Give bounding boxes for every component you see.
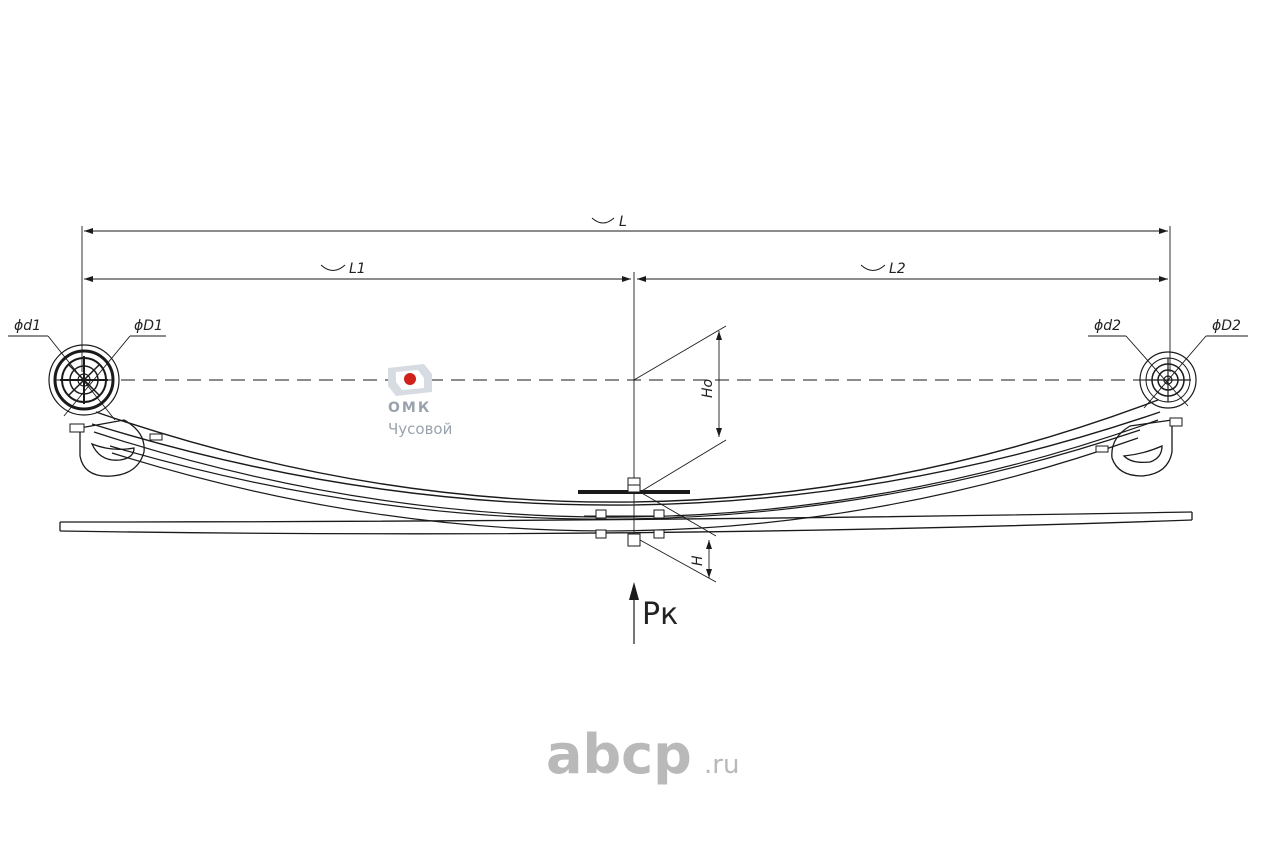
load-label: Рк — [642, 597, 678, 632]
brand-name: ОМК — [388, 400, 431, 416]
dimension-total-length: L — [81, 214, 1171, 372]
right-eye-diameter-labels: ϕd2 ϕD2 — [1088, 318, 1248, 409]
watermark-main: abcp — [546, 723, 692, 786]
watermark-tld: .ru — [704, 750, 739, 780]
left-spring-eye — [48, 344, 120, 416]
dimension-free-height: Ho — [633, 325, 727, 493]
dimension-label-loaded-height: H — [690, 555, 706, 566]
watermark-logo: abcp .ru — [546, 723, 739, 786]
left-eye-diameter-labels: ϕd1 ϕD1 — [8, 318, 166, 421]
left-eye-inner-diameter-label: ϕd1 — [14, 318, 41, 334]
dimension-loaded-height: H — [639, 491, 717, 583]
dimension-label-left: L1 — [349, 261, 366, 277]
load-arrow: Рк — [629, 582, 678, 644]
dimension-label-right: L2 — [889, 261, 906, 277]
dimension-label-total: L — [619, 214, 627, 230]
brand-logo: ОМК Чусовой — [388, 364, 452, 438]
brand-accent-dot — [404, 373, 416, 385]
right-eye-outer-diameter-label: ϕD2 — [1212, 318, 1241, 334]
right-rebound-clip — [1095, 417, 1183, 477]
left-eye-outer-diameter-label: ϕD1 — [134, 318, 163, 334]
brand-subtitle: Чусовой — [388, 420, 452, 438]
dimension-label-free-height: Ho — [700, 379, 716, 398]
dimension-partial-lengths: L1 L2 — [84, 261, 1168, 282]
right-eye-inner-diameter-label: ϕd2 — [1094, 318, 1121, 334]
left-rebound-clip — [69, 419, 163, 477]
spring-leaf-pack-loaded — [59, 509, 1193, 547]
spring-leaf-pack-free — [91, 399, 1161, 532]
